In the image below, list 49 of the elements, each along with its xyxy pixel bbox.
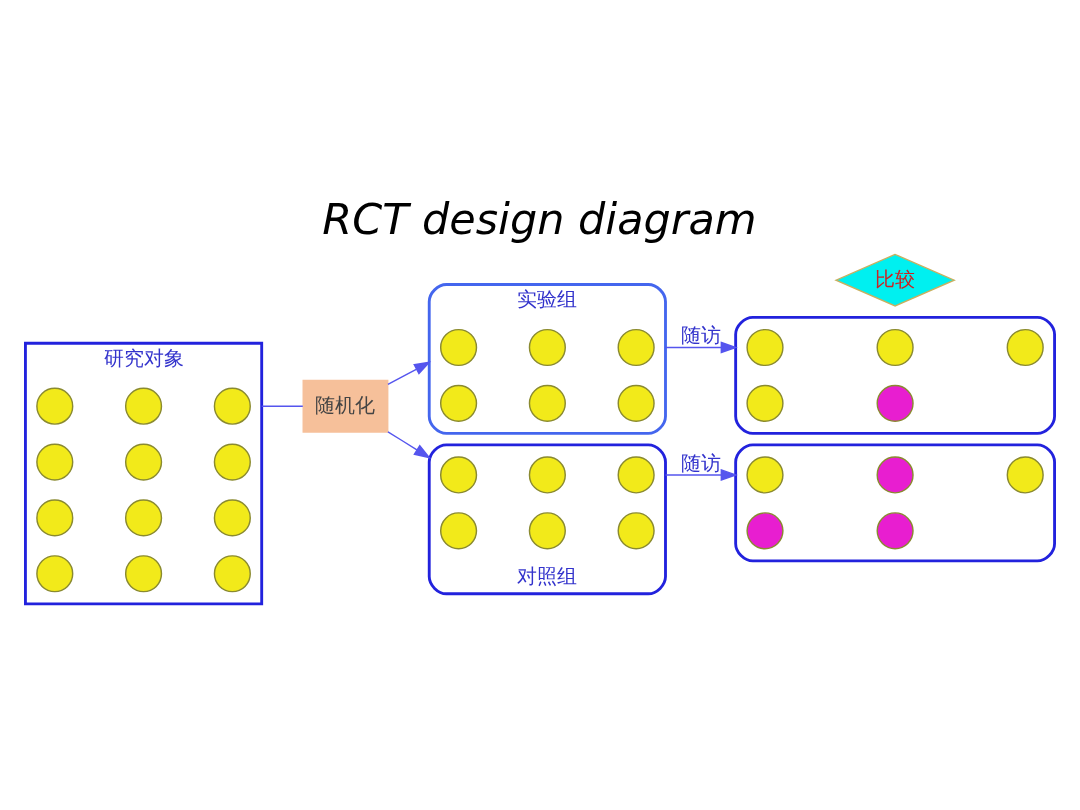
cluster — [734, 315, 1056, 435]
node-circle — [528, 455, 566, 494]
node-circle — [617, 511, 655, 549]
node-circle — [528, 384, 566, 422]
cluster — [734, 442, 1056, 562]
node-circle — [213, 442, 251, 481]
node-circle — [213, 498, 251, 536]
node-circle — [746, 455, 784, 494]
node-circle — [617, 384, 655, 422]
node-circle — [124, 442, 163, 481]
node-circle — [617, 328, 655, 366]
node-circle — [36, 387, 74, 425]
node-circle — [439, 384, 478, 422]
edge-label: 随访 — [680, 322, 721, 347]
node-circle — [124, 554, 163, 592]
cluster: 实验组 — [427, 282, 667, 435]
node-circle — [528, 511, 566, 549]
arrow — [664, 468, 738, 481]
edge-label: 随访 — [680, 450, 721, 475]
node-circle — [528, 328, 566, 366]
node-circle — [439, 455, 478, 494]
node-circle — [213, 554, 251, 592]
arrow — [664, 341, 738, 354]
node-circle — [36, 442, 74, 481]
node-circle — [36, 554, 74, 592]
node-circle — [213, 387, 251, 425]
node-circle — [746, 328, 784, 366]
diagram-title: RCT design diagram — [322, 193, 757, 244]
arrow — [387, 430, 432, 459]
node-circle — [876, 328, 914, 366]
node-diamond: 比较 — [834, 253, 956, 307]
node-circle — [746, 511, 784, 549]
node-circle — [124, 387, 163, 425]
node-circle — [439, 328, 478, 366]
connector — [261, 405, 304, 407]
node-circle — [439, 511, 478, 549]
node-circle — [876, 511, 914, 549]
arrow — [387, 360, 432, 385]
node-circle — [1006, 455, 1044, 494]
node-circle — [36, 498, 74, 536]
node-circle — [746, 384, 784, 422]
node-circle — [876, 455, 914, 494]
node-circle — [124, 498, 163, 536]
cluster: 研究对象 — [24, 341, 264, 605]
node-circle — [617, 455, 655, 494]
node-box: 随机化 — [302, 379, 389, 433]
node-circle — [1006, 328, 1044, 366]
node-circle — [876, 384, 914, 422]
cluster: 对照组 — [427, 442, 667, 595]
